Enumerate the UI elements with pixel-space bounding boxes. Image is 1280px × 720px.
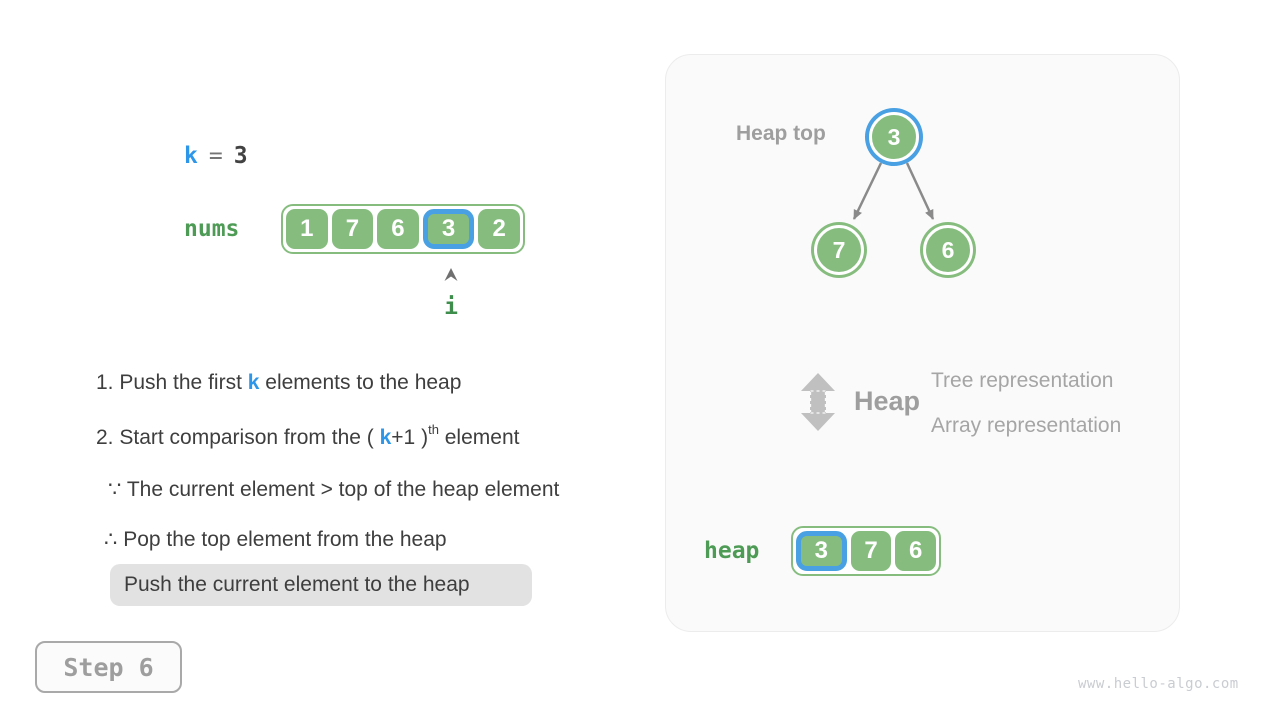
heap-legend-title: Heap	[854, 386, 921, 416]
instruction-2: 2. Start comparison from the ( k+1 )th e…	[96, 422, 520, 450]
k-symbol: k	[184, 143, 198, 169]
instruction-1-text: 1. Push the first	[96, 371, 248, 394]
k-value: 3	[233, 143, 248, 169]
heap-top-label: Heap top	[736, 122, 826, 145]
instruction-1: 1. Push the first k elements to the heap	[96, 371, 461, 395]
instruction-therefore: ∴ Pop the top element from the heap	[104, 528, 447, 551]
equals-sign: =	[208, 143, 223, 169]
k-definition: k = 3	[184, 143, 248, 169]
nums-cell-1: 7	[331, 209, 374, 249]
instruction-2-superscript: th	[428, 422, 439, 437]
instruction-because: ∵ The current element > top of the heap …	[108, 478, 560, 501]
up-down-arrow-icon	[801, 373, 835, 431]
nums-cell-0: 1	[286, 209, 328, 249]
index-pointer-label: i	[444, 294, 458, 320]
instruction-2-mid: +1 )	[391, 426, 429, 449]
website-watermark: www.hello-algo.com	[1078, 676, 1239, 692]
heap-array: 3 7 6	[791, 526, 941, 576]
tree-representation-label: Tree representation	[931, 369, 1114, 392]
nums-array: 1 7 6 3 2	[281, 204, 525, 254]
instruction-2-text: 2. Start comparison from the (	[96, 426, 380, 449]
heap-cell-1: 7	[850, 531, 892, 571]
nums-cell-3-highlighted: 3	[422, 209, 475, 249]
heap-array-label: heap	[704, 538, 760, 564]
nums-cell-2: 6	[377, 209, 419, 249]
heap-panel: Heap top 3 7 6 Heap Tree representation …	[665, 54, 1180, 632]
nums-cell-4: 2	[478, 209, 520, 249]
array-representation-label: Array representation	[931, 414, 1122, 437]
pointer-arrow-icon	[444, 268, 458, 281]
instruction-2-k: k	[379, 426, 392, 449]
heap-cell-2: 6	[895, 531, 937, 571]
heap-node-root-highlighted: 3	[869, 112, 919, 162]
heap-node-left: 7	[814, 225, 864, 275]
nums-label: nums	[184, 216, 240, 242]
heap-cell-0-highlighted: 3	[796, 531, 847, 571]
heap-node-right: 6	[923, 225, 973, 275]
current-action-box: Push the current element to the heap	[110, 564, 532, 606]
instruction-1-text-end: elements to the heap	[259, 371, 462, 394]
instruction-2-text-end: element	[438, 426, 520, 449]
instruction-1-k: k	[247, 371, 260, 394]
step-indicator: Step 6	[35, 641, 182, 693]
